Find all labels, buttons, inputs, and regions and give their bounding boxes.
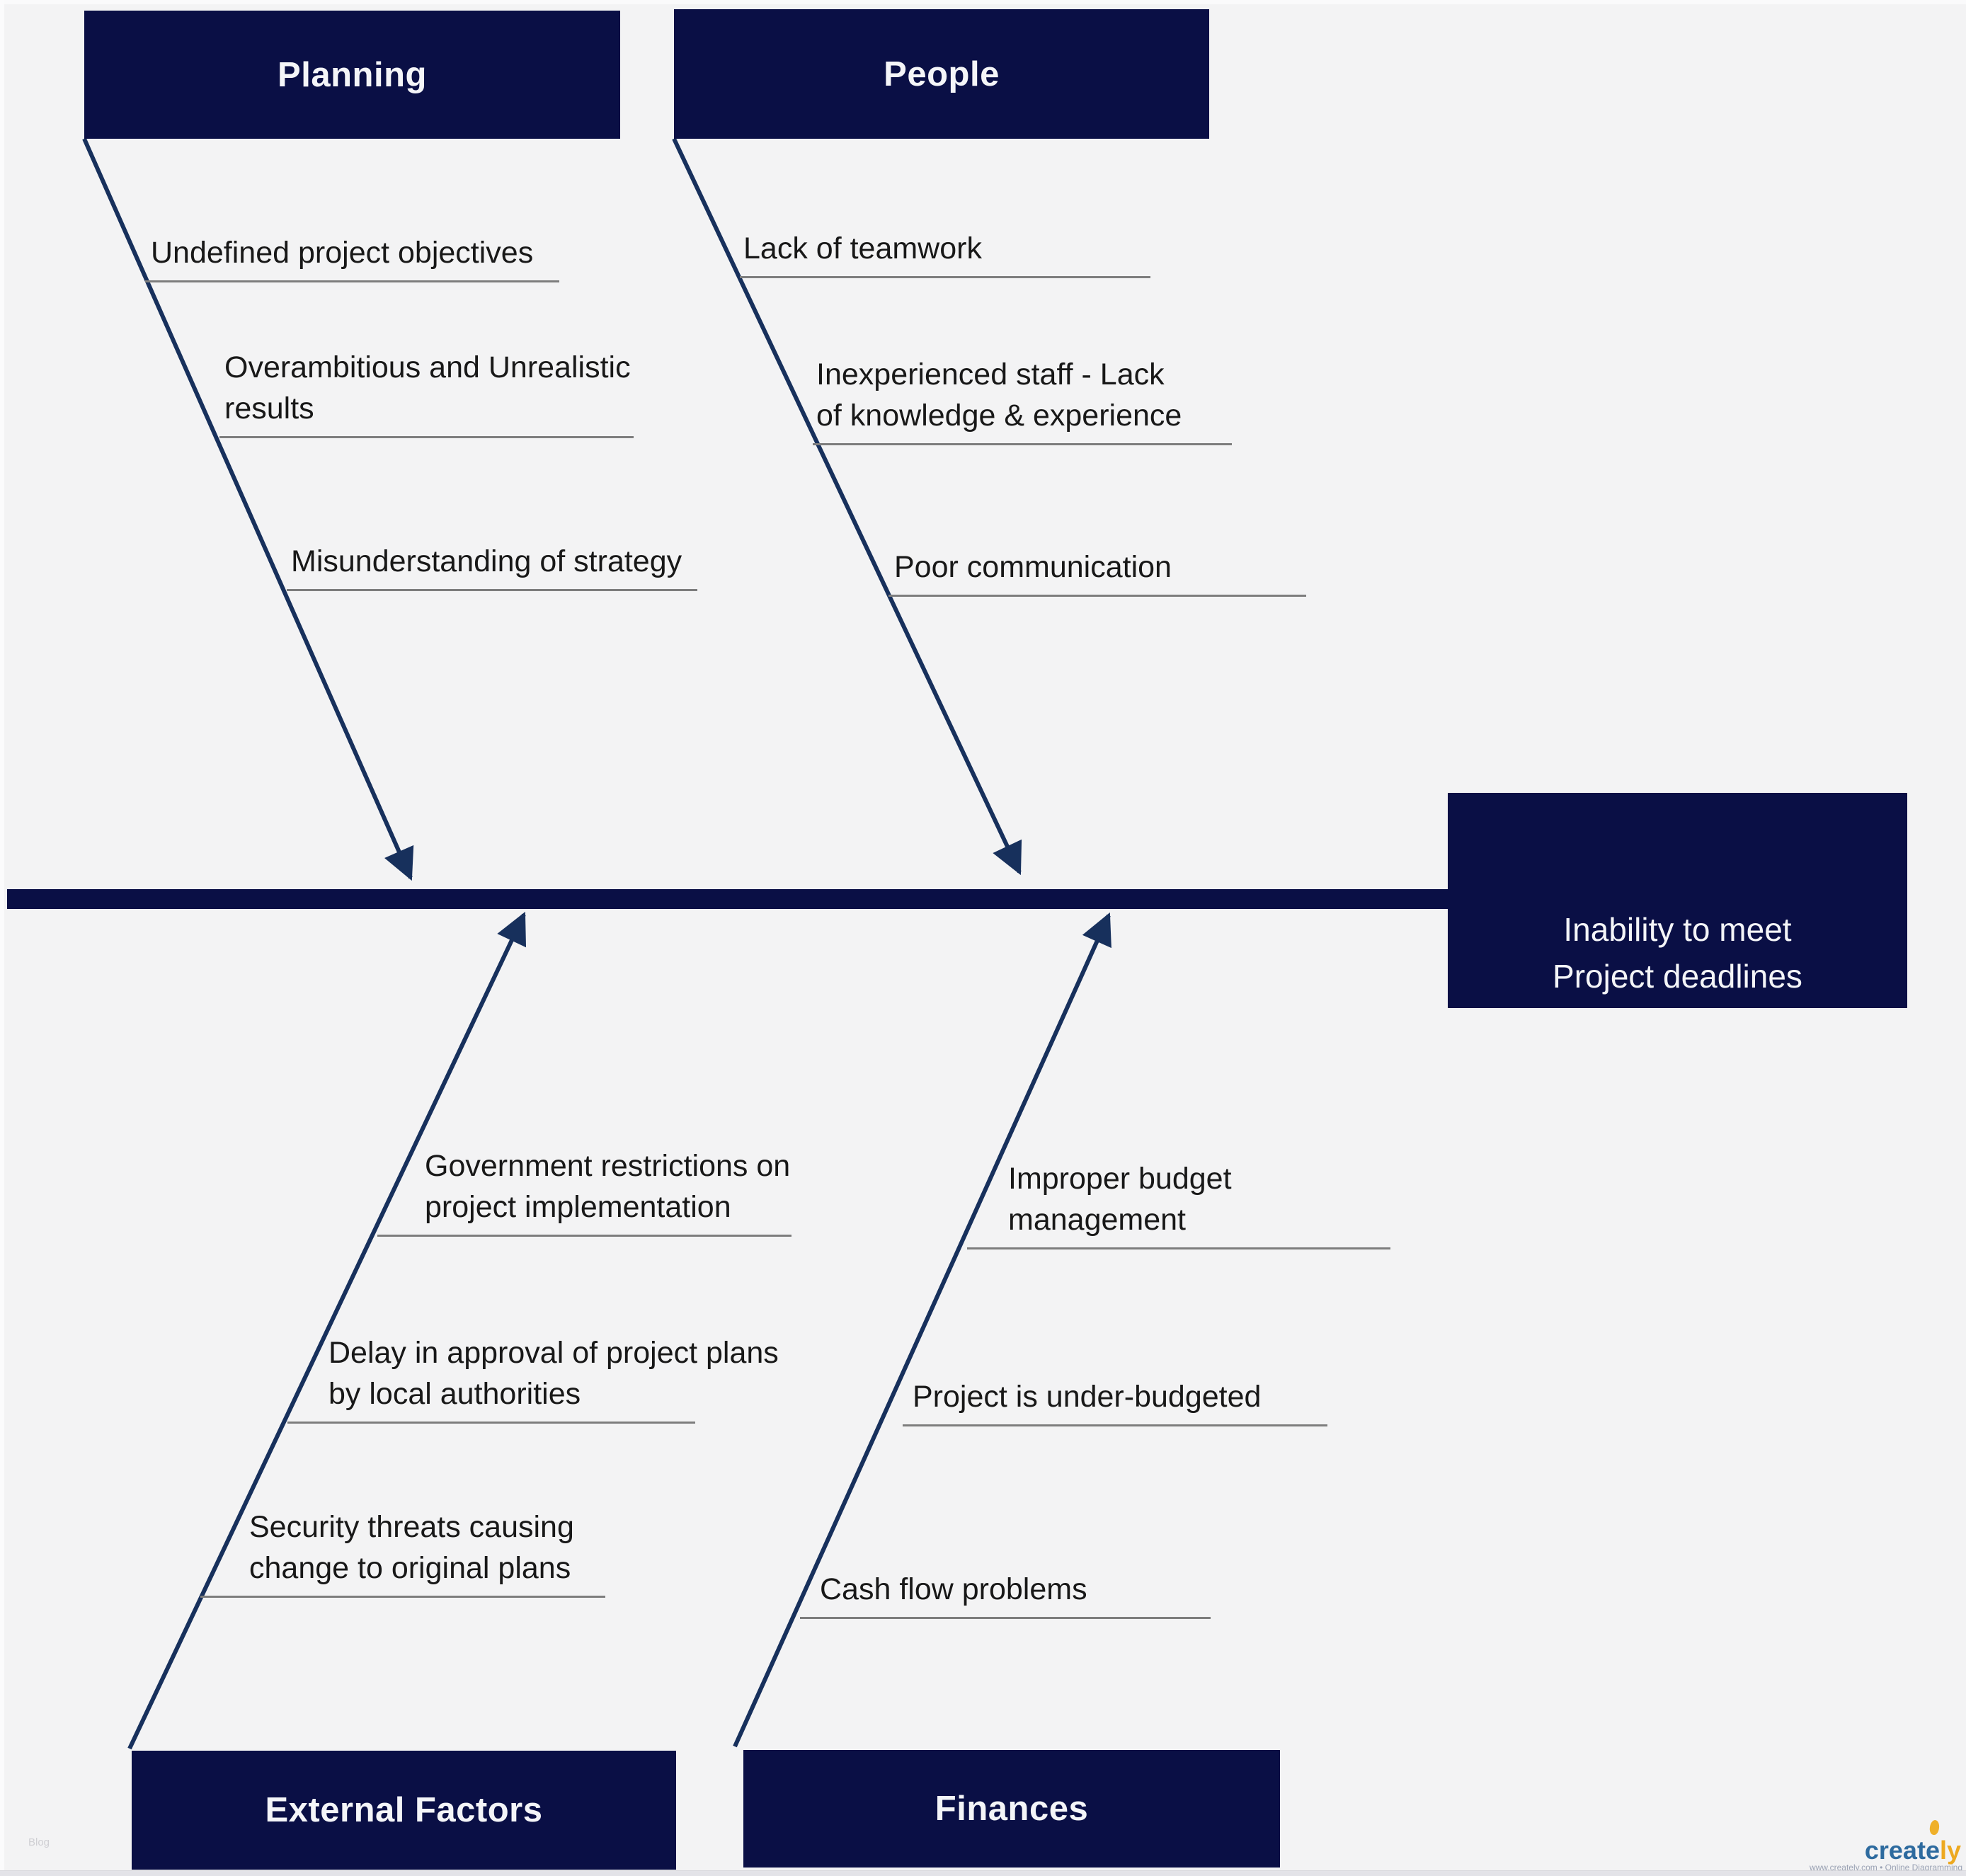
cause-underline	[287, 589, 697, 591]
cause-underline	[800, 1617, 1211, 1619]
category-label-planning: Planning	[278, 55, 427, 94]
cause-project-under-budgeted[interactable]: Project is under-budgeted	[903, 1376, 1327, 1426]
cause-underline	[813, 443, 1232, 445]
cause-government-restrictions[interactable]: Government restrictions on project imple…	[377, 1145, 791, 1237]
cause-underline	[888, 595, 1306, 597]
effect-text: Inability to meet Project deadlines	[1448, 906, 1907, 1000]
cause-underline	[377, 1235, 791, 1237]
cause-poor-communication[interactable]: Poor communication	[888, 547, 1306, 597]
canvas-top-edge	[0, 0, 1966, 4]
cause-delay-in-approval[interactable]: Delay in approval of project plans by lo…	[287, 1332, 779, 1424]
cause-underline	[967, 1247, 1390, 1249]
category-label-external-factors: External Factors	[265, 1791, 543, 1829]
spine-line[interactable]	[7, 889, 1448, 909]
creately-logo-create: create	[1864, 1836, 1940, 1865]
effect-line-2: Project deadlines	[1553, 958, 1802, 995]
finances-branch-arrow[interactable]	[733, 912, 1111, 1748]
cause-inexperienced-staff[interactable]: Inexperienced staff - Lack of knowledge …	[813, 354, 1232, 445]
effect-box[interactable]: Inability to meet Project deadlines	[1448, 793, 1907, 1008]
cause-overambitious-unrealistic-results[interactable]: Overambitious and Unrealistic results	[219, 347, 634, 438]
cause-underline	[200, 1596, 605, 1598]
cause-underline	[287, 1422, 695, 1424]
creately-logo-ly: ly	[1939, 1836, 1961, 1865]
cause-undefined-project-objectives[interactable]: Undefined project objectives	[145, 232, 559, 282]
category-box-finances[interactable]: Finances	[743, 1750, 1280, 1868]
category-box-planning[interactable]: Planning	[84, 11, 620, 139]
cause-underline	[219, 436, 634, 438]
cause-misunderstanding-of-strategy[interactable]: Misunderstanding of strategy	[287, 541, 697, 591]
people-branch-arrow[interactable]	[672, 137, 1022, 876]
cause-lack-of-teamwork[interactable]: Lack of teamwork	[740, 228, 1150, 278]
planning-branch-arrow[interactable]	[82, 137, 414, 881]
cause-underline	[903, 1424, 1327, 1426]
category-label-finances: Finances	[935, 1790, 1089, 1828]
cause-security-threats[interactable]: Security threats causing change to origi…	[200, 1506, 605, 1598]
creately-tagline: www.creately.com • Online Diagramming	[1809, 1863, 1962, 1872]
category-box-external-factors[interactable]: External Factors	[132, 1751, 676, 1870]
cause-cash-flow-problems[interactable]: Cash flow problems	[800, 1569, 1211, 1619]
effect-line-1: Inability to meet	[1563, 911, 1792, 948]
category-box-people[interactable]: People	[674, 9, 1209, 139]
canvas-left-edge	[0, 0, 4, 1876]
cause-underline	[145, 280, 559, 282]
cause-improper-budget-management[interactable]: Improper budget management	[967, 1158, 1390, 1249]
category-label-people: People	[884, 55, 1000, 93]
canvas-bottom-edge	[0, 1870, 1966, 1876]
creately-logo[interactable]: creately	[1798, 1838, 1961, 1863]
external-factors-branch-arrow[interactable]	[127, 911, 527, 1750]
blog-watermark: Blog	[28, 1836, 50, 1848]
cause-underline	[740, 276, 1150, 278]
